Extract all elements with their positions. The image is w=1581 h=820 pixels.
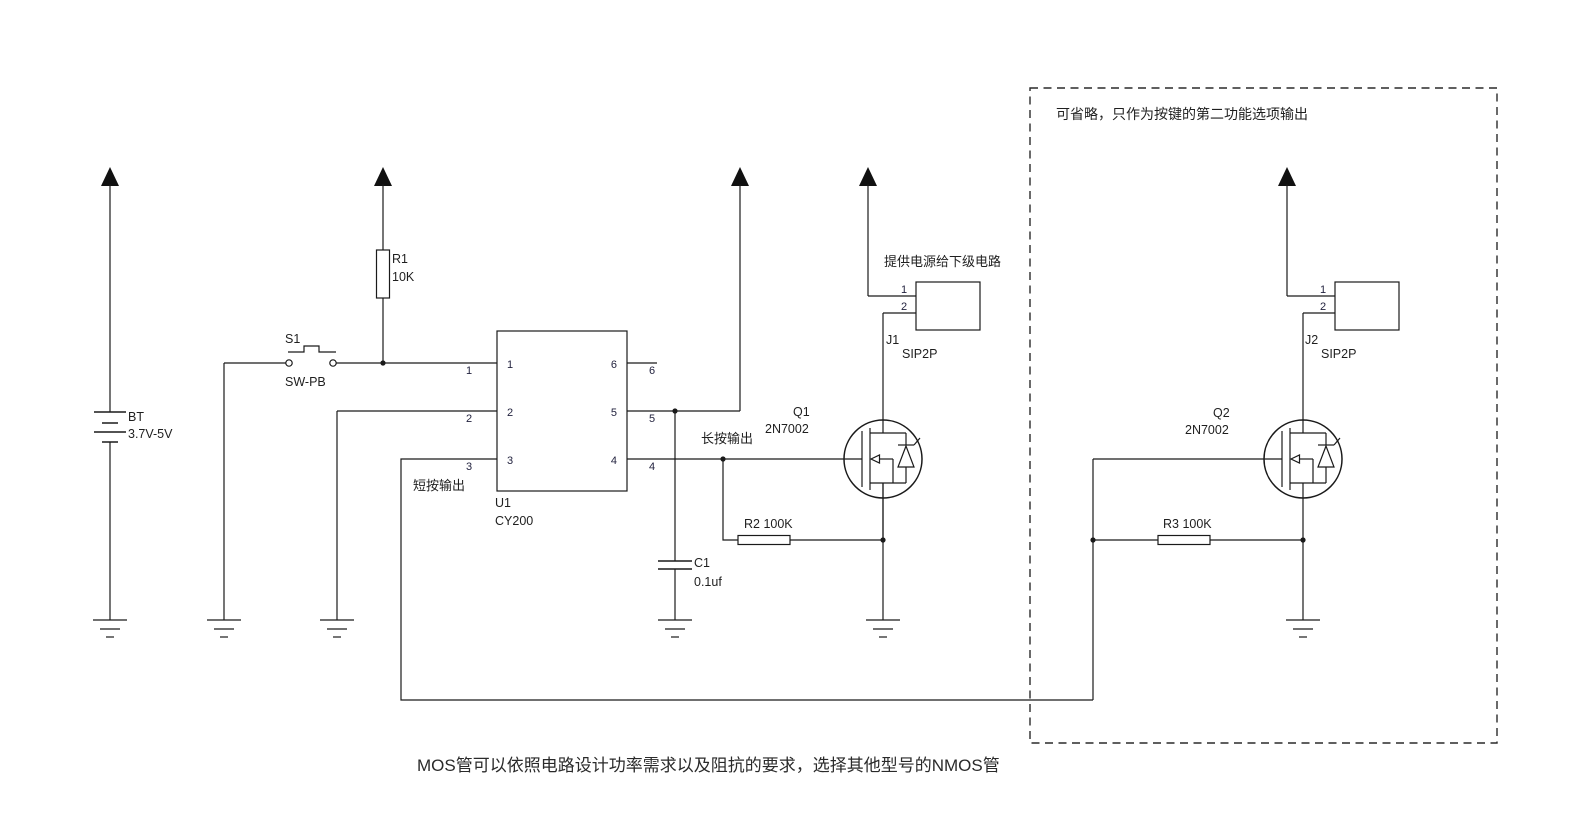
u1-pin2-name: 2 — [507, 407, 513, 419]
c1-ref: C1 — [694, 556, 710, 570]
q2-value: 2N7002 — [1185, 423, 1229, 437]
resistor-r1: R1 10K — [375, 249, 415, 366]
u1-pin5-number: 5 — [649, 413, 655, 425]
long-press-output-label: 长按输出 — [701, 431, 753, 446]
r2-label: R2 100K — [744, 517, 793, 531]
u1-value: CY200 — [495, 514, 533, 528]
c1-value: 0.1uf — [694, 575, 722, 589]
u1-ref: U1 — [495, 496, 511, 510]
mosfet-q2: Q2 2N7002 — [1093, 313, 1343, 499]
j1-pin1-number: 1 — [901, 284, 907, 296]
ground-symbol-u1-pin2 — [320, 411, 354, 638]
q2-ref: Q2 — [1213, 406, 1230, 420]
ground-symbol-s1 — [207, 363, 241, 638]
mosfet-q1: Q1 2N7002 — [765, 313, 923, 540]
optional-region-box: 可省略，只作为按键的第二功能选项输出 — [1029, 87, 1498, 744]
j1-pin2-number: 2 — [901, 301, 907, 313]
power-flag-j1 — [859, 167, 877, 296]
u1-pin3-number: 3 — [466, 461, 472, 473]
q1-ref: Q1 — [793, 405, 810, 419]
ground-symbol-c1 — [658, 569, 692, 638]
power-flag-u1-pin5 — [731, 167, 749, 411]
j2-pin2-number: 2 — [1320, 301, 1326, 313]
capacitor-c1: C1 0.1uf — [658, 411, 722, 589]
j1-ref: J1 — [886, 333, 899, 347]
u1-pin1-name: 1 — [507, 359, 513, 371]
power-downstream-note: 提供电源给下级电路 — [884, 254, 1001, 269]
battery-ref: BT — [128, 410, 144, 424]
switch-s1: S1 SW-PB — [224, 332, 497, 389]
junction-dot — [1300, 537, 1306, 543]
j2-ref: J2 — [1305, 333, 1318, 347]
j2-value: SIP2P — [1321, 347, 1356, 361]
j2-pin1-number: 1 — [1320, 284, 1326, 296]
battery-value: 3.7V-5V — [128, 427, 173, 441]
power-flag-j2 — [1278, 167, 1296, 296]
u1-pin5-name: 5 — [611, 407, 617, 419]
battery-bt: BT 3.7V-5V — [94, 410, 173, 443]
u1-pin4-number: 4 — [649, 461, 655, 473]
r1-ref: R1 — [392, 252, 408, 266]
r3-label: R3 100K — [1163, 517, 1212, 531]
switch-ref: S1 — [285, 332, 300, 346]
j1-value: SIP2P — [902, 347, 937, 361]
q1-value: 2N7002 — [765, 422, 809, 436]
resistor-r3: R3 100K — [1090, 459, 1306, 700]
connector-j2: 1 2 J2 SIP2P — [1287, 281, 1400, 361]
u1-pin1-number: 1 — [466, 365, 472, 377]
ground-symbol-battery — [93, 442, 127, 638]
u1-pin6-number: 6 — [649, 365, 655, 377]
r1-value: 10K — [392, 270, 415, 284]
optional-region-note: 可省略，只作为按键的第二功能选项输出 — [1056, 106, 1308, 122]
ground-symbol-q2 — [1286, 483, 1320, 638]
power-flag-r1 — [374, 167, 392, 250]
u1-pin6-name: 6 — [611, 359, 617, 371]
u1-pin4-name: 4 — [611, 455, 617, 467]
junction-dot — [380, 360, 386, 366]
connector-j1: 1 2 J1 SIP2P 提供电源给下级电路 — [868, 254, 1001, 361]
u1-pin2-number: 2 — [466, 413, 472, 425]
bottom-note: MOS管可以依照电路设计功率需求以及阻抗的要求，选择其他型号的NMOS管 — [417, 756, 1000, 775]
ic-u1: 1 2 3 6 5 4 1 2 3 6 5 4 U1 CY200 — [337, 330, 1093, 701]
power-flag-battery — [101, 167, 119, 412]
u1-pin3-name: 3 — [507, 455, 513, 467]
short-press-output-label: 短按输出 — [413, 478, 465, 493]
resistor-r2: R2 100K — [722, 459, 886, 546]
switch-value: SW-PB — [285, 375, 326, 389]
